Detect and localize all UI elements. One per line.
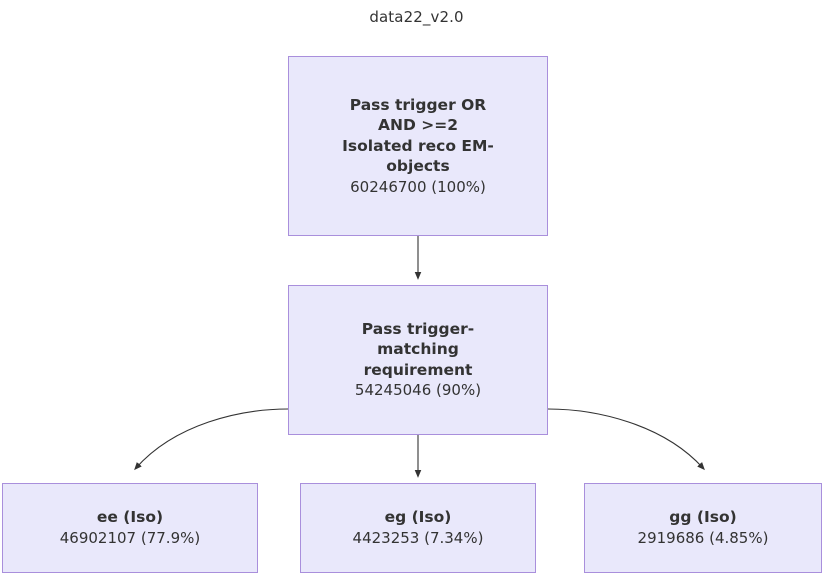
node-label: eg (Iso) bbox=[384, 508, 452, 527]
edge-match-to-ee bbox=[134, 408, 289, 471]
node-label: Pass trigger- matching requirement bbox=[361, 319, 475, 379]
diagram-title: data22_v2.0 bbox=[369, 8, 464, 26]
node-stat: 60246700 (100%) bbox=[350, 177, 486, 196]
node-label: gg (Iso) bbox=[669, 508, 737, 527]
node-stat: 54245046 (90%) bbox=[354, 381, 482, 400]
edge-match-to-gg bbox=[547, 408, 705, 471]
node-pass-trigger-matching[interactable]: Pass trigger- matching requirement 54245… bbox=[288, 285, 548, 435]
node-gg-iso[interactable]: gg (Iso) 2919686 (4.85%) bbox=[584, 483, 822, 573]
node-label: Pass trigger OR AND >=2 Isolated reco EM… bbox=[342, 95, 494, 176]
node-pass-trigger-or[interactable]: Pass trigger OR AND >=2 Isolated reco EM… bbox=[288, 56, 548, 236]
node-eg-iso[interactable]: eg (Iso) 4423253 (7.34%) bbox=[300, 483, 536, 573]
node-label: ee (Iso) bbox=[96, 508, 164, 527]
node-stat: 2919686 (4.85%) bbox=[637, 528, 769, 547]
node-ee-iso[interactable]: ee (Iso) 46902107 (77.9%) bbox=[2, 483, 258, 573]
node-stat: 4423253 (7.34%) bbox=[352, 528, 484, 547]
node-stat: 46902107 (77.9%) bbox=[59, 528, 201, 547]
